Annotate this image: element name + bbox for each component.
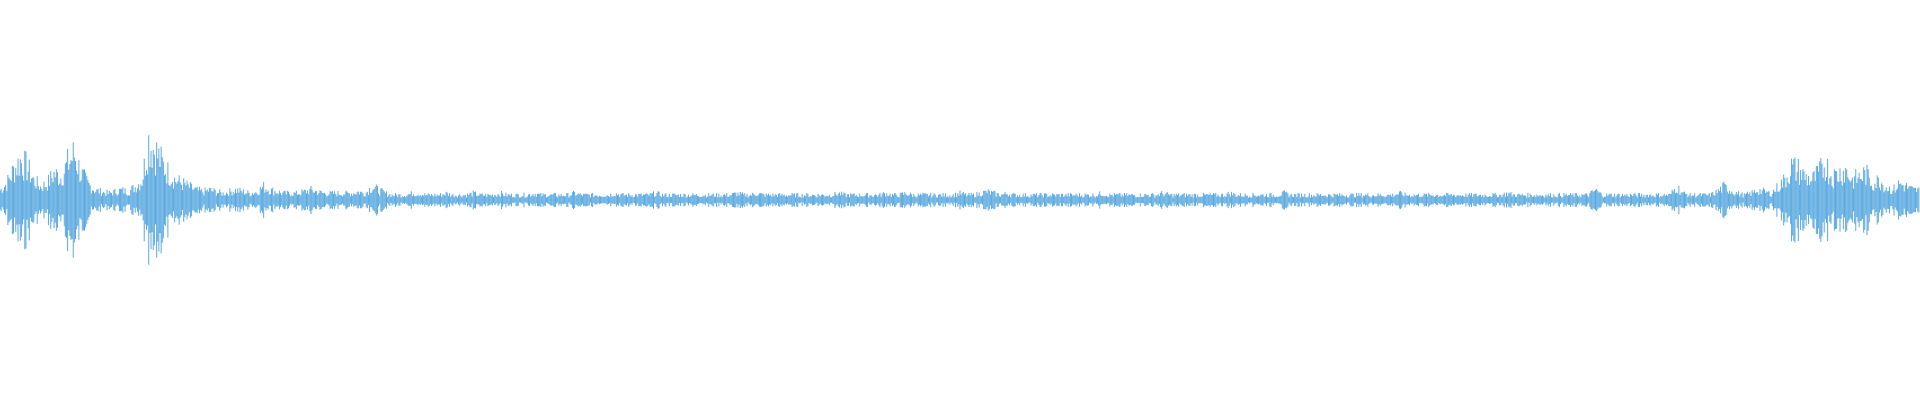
waveform-bars [0, 135, 1920, 265]
